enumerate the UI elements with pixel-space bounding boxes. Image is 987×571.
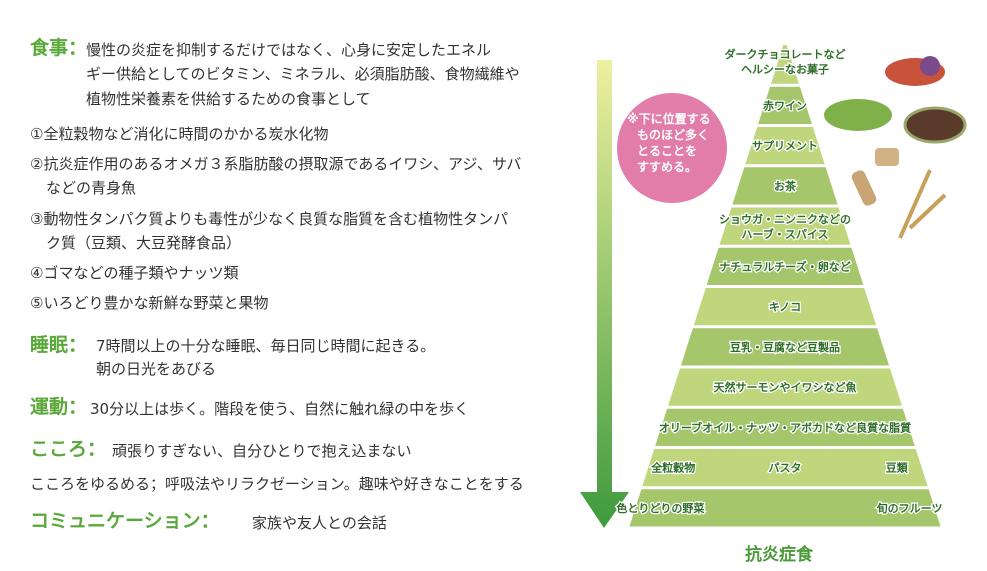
sleep-text-2: 朝の日光をあびる: [96, 360, 217, 378]
pyramid-band: [629, 489, 941, 527]
note-line: とることを: [637, 144, 698, 158]
meal-text-1: 慢性の炎症を抑制するだけではなく、心身に安定したエネル: [86, 41, 492, 59]
pyramid-band: [655, 408, 915, 446]
wheat-icon: [898, 169, 932, 239]
mind-text: 頑張りすぎない、自分ひとりで抱え込まない: [112, 442, 412, 460]
pyramid-band-label: ダークチョコレートなど: [725, 47, 846, 61]
sleep-text-1: 7時間以上の十分な睡眠、毎日同じ時間に起きる。: [96, 337, 436, 355]
salad-bowl-icon: [824, 99, 892, 131]
pyramid-band-label: オリーブオイル・ナッツ・アボカドなど良質な脂質: [659, 420, 911, 434]
pyramid-band-label: 天然サーモンやイワシなど魚: [714, 380, 857, 394]
pyramid-band-label: キノコ: [769, 301, 801, 314]
sleep-label: 睡眠：: [30, 334, 88, 356]
exercise-label: 運動：: [30, 396, 88, 418]
pyramid-band-label: 赤ワイン: [763, 98, 807, 112]
pyramid-band: [706, 247, 864, 285]
pyramid-band-label: ヘルシーなお菓子: [741, 62, 829, 76]
pyramid-title: 抗炎症食: [745, 545, 813, 565]
pyramid-band-label: ハーブ・スパイス: [741, 227, 828, 241]
mind-label: こころ：: [30, 438, 107, 460]
food-illustrations: [824, 56, 967, 239]
pyramid-band: [642, 449, 928, 487]
exercise-text: 30分以上は歩く。階段を使う、自然に触れ緑の中を歩く: [90, 400, 470, 418]
pyramid-band-label: ショウガ・ニンニクなどの: [719, 212, 851, 226]
note-line: ものほど多く: [637, 128, 710, 142]
pyramid-band-label: ナチュラルチーズ・卵など: [719, 259, 850, 273]
pyramid-band-label: パスタ: [769, 462, 802, 475]
meal-item-4: ④ゴマなどの種子類やナッツ類: [30, 264, 239, 282]
pyramid-band-label: お茶: [774, 179, 797, 193]
pyramid-band-label: 豆類: [886, 461, 909, 475]
pyramid-band: [732, 167, 838, 205]
pasta-icon: [851, 170, 877, 206]
pyramid-band-label: 豆乳・豆腐など豆製品: [730, 340, 840, 354]
down-arrow-icon: [580, 60, 629, 528]
meal-item-2-cont: などの青身魚: [46, 179, 137, 197]
meal-item-5: ⑤いろどり豊かな新鮮な野菜と果物: [30, 294, 269, 312]
communication-text: 家族や友人との会話: [252, 514, 387, 532]
meal-item-2: ②抗炎症作用のあるオメガ３系脂肪酸の摂取源であるイワシ、アジ、サバ: [30, 155, 522, 173]
note-line: すすめる。: [637, 160, 698, 174]
pyramid-band-label: 全粒穀物: [650, 461, 695, 475]
pyramid-band-label: サプリメント: [752, 139, 818, 153]
note-line: ※下に位置する: [627, 112, 711, 126]
pyramid-band: [771, 45, 799, 84]
pyramid-band: [745, 127, 825, 165]
pyramid-band: [693, 288, 877, 326]
meal-label: 食事：: [30, 37, 88, 59]
meal-item-3-cont: ク質（豆類、大豆発酵食品）: [46, 234, 242, 252]
pyramid-band: [758, 86, 812, 124]
note-bubble: ※下に位置する ものほど多く とることを すすめる。: [617, 93, 727, 203]
pyramid-band-label: 色とりどりの野菜: [616, 501, 705, 515]
meal-item-3: ③動物性タンパク質よりも毒性が少なく良質な脂質を含む植物性タンパ: [30, 210, 509, 228]
meal-item-1: ①全粒穀物など消化に時間のかかる炭水化物: [30, 125, 329, 143]
mind-text-2: こころをゆるめる；呼吸法やリラクゼーション。趣味や好きなことをする: [30, 475, 524, 493]
pyramid-band: [680, 328, 890, 366]
pyramid-band: [719, 207, 851, 245]
meal-text-2: ギー供給としてのビタミン、ミネラル、必須脂肪酸、食物繊維や: [86, 65, 520, 83]
dried-fruit-bowl-icon: [903, 106, 967, 144]
meal-text-3: 植物性栄養素を供給するための食事として: [86, 90, 371, 108]
pyramid-band: [668, 368, 902, 406]
pyramid-band-label: 旬のフルーツ: [876, 501, 943, 515]
communication-label: コミュニケーション：: [30, 510, 220, 532]
